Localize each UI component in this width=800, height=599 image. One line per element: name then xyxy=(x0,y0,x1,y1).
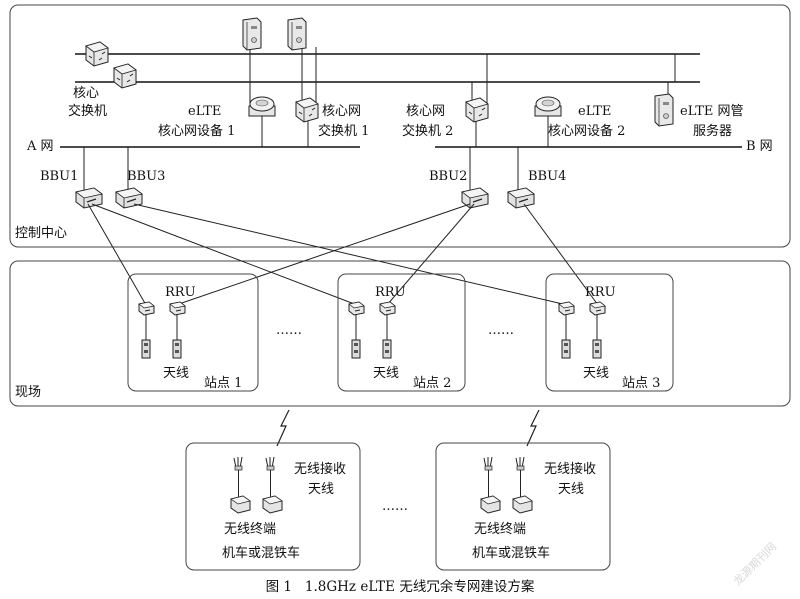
bbu1-label: BBU1 xyxy=(40,169,78,184)
control-center-region xyxy=(9,4,791,248)
core-switch-1-icon xyxy=(295,97,319,123)
vehicle-2-terminal-label: 无线终端 xyxy=(474,521,526,537)
vehicle-2-rx-antenna-line1: 无线接收 xyxy=(544,461,596,477)
site-ellipsis-1: …… xyxy=(276,323,302,338)
site-1-rru-label: RRU xyxy=(165,285,196,300)
bbu4-icon xyxy=(507,187,535,209)
vehicle-1-name: 机车或混铁车 xyxy=(222,545,300,561)
core-switch-1-label-line1: 核心网 xyxy=(322,104,361,119)
elte-nms-server-icon xyxy=(654,93,674,127)
site-2-name: 站点 2 xyxy=(413,376,451,391)
core-switch-top-label-line2: 交换机 xyxy=(68,103,107,119)
site-1-name: 站点 1 xyxy=(204,376,242,391)
elte-core-1-label-line2: 核心网设备 1 xyxy=(158,123,235,139)
bbu4-label: BBU4 xyxy=(528,169,566,184)
elte-core-2-label-line1: eLTE xyxy=(578,104,611,119)
server-a-icon xyxy=(242,17,262,51)
site-2: RRU 天线 站点 2 xyxy=(337,273,466,392)
site-2-antenna-label: 天线 xyxy=(373,366,399,381)
site-3-rru-label: RRU xyxy=(585,285,616,300)
site-1-antenna-label: 天线 xyxy=(163,366,189,381)
vehicle-1: 无线接收 天线 无线终端 机车或混铁车 xyxy=(185,442,361,571)
vehicle-2: 无线接收 天线 无线终端 机车或混铁车 xyxy=(435,442,611,571)
vehicle-1-rx-antenna-line2: 天线 xyxy=(308,482,334,497)
a-network-label: A 网 xyxy=(26,139,54,154)
wireless-link-2-icon xyxy=(526,409,540,447)
wireless-link-1-icon xyxy=(276,409,290,447)
vehicle-1-rx-antenna-line1: 无线接收 xyxy=(294,461,346,477)
core-switch-top-a-icon xyxy=(85,41,109,67)
site-1: RRU 天线 站点 1 xyxy=(127,273,259,392)
b-network-label: B 网 xyxy=(746,139,773,154)
elte-nms-label-line1: eLTE 网管 xyxy=(680,104,744,119)
server-b-icon xyxy=(287,17,307,51)
figure-caption: 图 1 1.8GHz eLTE 无线冗余专网建设方案 xyxy=(266,578,535,595)
vehicle-2-rx-antenna-line2: 天线 xyxy=(558,482,584,497)
vehicle-2-name: 机车或混铁车 xyxy=(472,545,550,561)
site-3-name: 站点 3 xyxy=(622,376,660,391)
fronthaul-links xyxy=(87,203,599,306)
field-label: 现场 xyxy=(15,385,41,400)
control-center-label: 控制中心 xyxy=(15,226,67,241)
field-region xyxy=(9,260,791,407)
site-2-rru-label: RRU xyxy=(375,285,406,300)
core-switch-2-icon xyxy=(465,97,489,123)
vehicle-1-terminal-label: 无线终端 xyxy=(224,521,276,537)
vehicle-ellipsis: …… xyxy=(382,499,408,514)
core-switch-1-label-line2: 交换机 1 xyxy=(318,123,369,139)
elte-core-device-2-icon xyxy=(534,96,562,117)
core-switch-2-label-line2: 交换机 2 xyxy=(402,123,453,139)
core-switch-top-b-icon xyxy=(113,63,137,89)
watermark: 龙源期刊网 xyxy=(730,539,779,588)
elte-core-2-label-line2: 核心网设备 2 xyxy=(548,123,625,139)
bbu2-label: BBU2 xyxy=(429,169,467,184)
site-ellipsis-2: …… xyxy=(488,323,514,338)
core-switch-top-label-line1: 核心 xyxy=(73,86,99,101)
bbu3-label: BBU3 xyxy=(127,169,165,184)
core-switch-2-label-line1: 核心网 xyxy=(406,104,445,119)
elte-core-device-1-icon xyxy=(248,96,276,117)
elte-nms-label-line2: 服务器 xyxy=(693,123,732,139)
site-3: RRU 天线 站点 3 xyxy=(545,273,674,392)
site-3-antenna-label: 天线 xyxy=(583,366,609,381)
elte-core-1-label-line1: eLTE xyxy=(188,104,221,119)
